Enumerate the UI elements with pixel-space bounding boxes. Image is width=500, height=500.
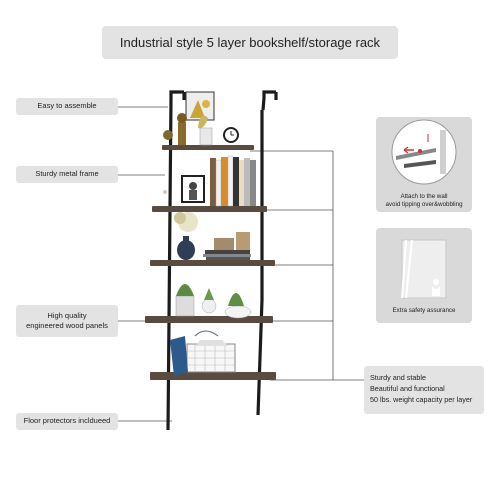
label-easy-assemble: Easy to assemble [16,98,118,115]
extra-safety-caption: Extra safety assurance [392,307,456,314]
feature-line2: Beautiful and functional [370,384,445,394]
feature-line1: Sturdy and stable [370,373,426,382]
books-row [163,155,256,207]
wall-attach-line2: avoid tipping over&wobbling [385,201,463,209]
fourth-shelf-plants [175,284,252,319]
label-wood-line1: High quality [47,310,87,320]
page-title: Industrial style 5 layer bookshelf/stora… [102,26,398,59]
label-wood-panels: High quality engineered wood panels [16,305,118,337]
label-sturdy-frame: Sturdy metal frame [16,166,118,183]
extra-safety-illustration [401,239,447,299]
label-floor-protectors: Floor protectors incldueed [16,413,118,430]
third-shelf-decor [174,212,251,260]
bottom-shelf-decor [170,330,236,376]
features-box: Sturdy and stable Beautiful and function… [364,366,484,414]
feature-line3: 50 lbs. weight capacity per layer [370,395,473,405]
label-wood-line2: engineered wood panels [26,321,108,330]
wall-attach-line1: Attach to the wall [400,193,448,200]
top-shelf-decor [163,91,239,146]
wall-attach-illustration [391,119,457,185]
wall-attach-caption: Attach to the wall avoid tipping over&wo… [376,193,472,209]
